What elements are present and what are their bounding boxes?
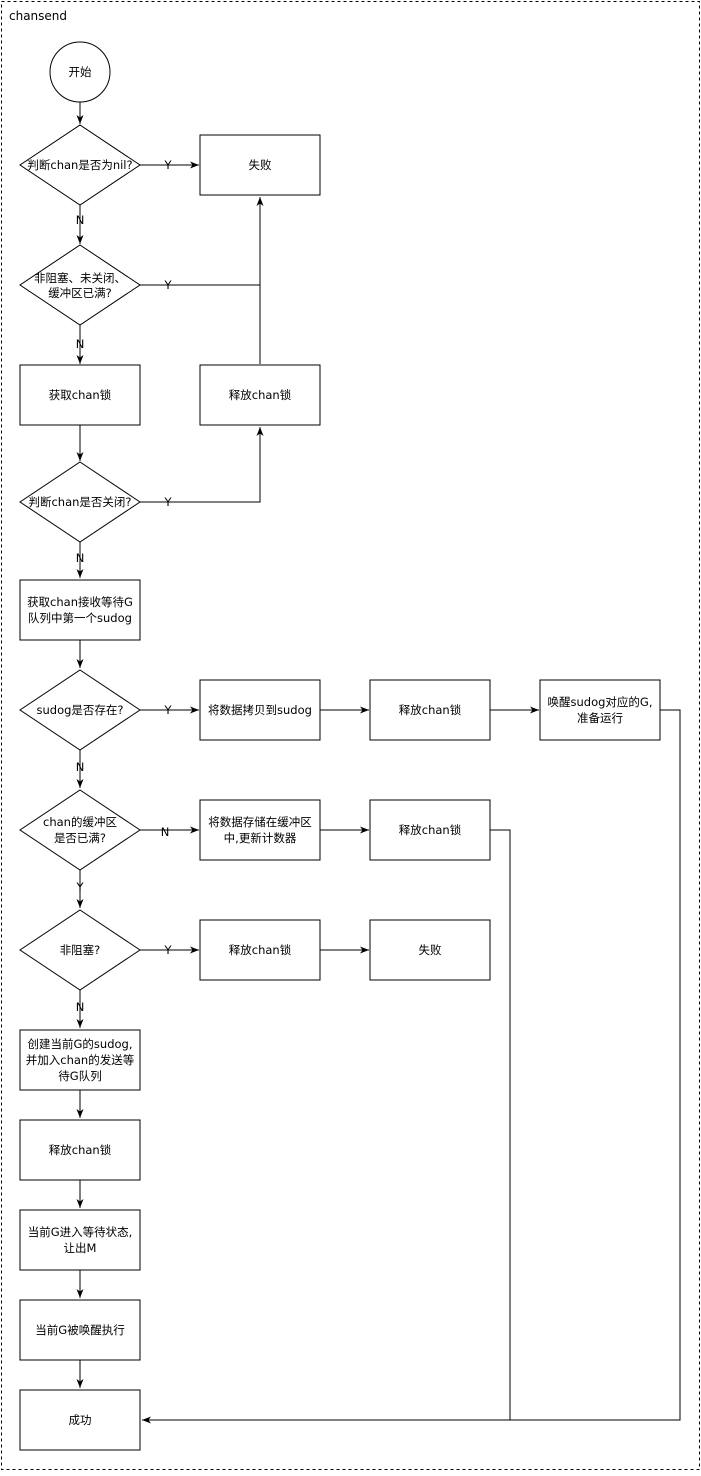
edge-label-n-check-buffer: N: [161, 825, 170, 839]
store-buffer-label-line1: 将数据存储在缓冲区: [208, 815, 312, 829]
g-wait-label-line1: 当前G进入等待状态,: [28, 1225, 133, 1239]
unlock-3-label: 释放chan锁: [399, 823, 462, 837]
edge-label-y-check-nonblock: Y: [163, 943, 172, 957]
start-node: [49, 41, 111, 103]
edge-label-y-check-closed: Y: [163, 495, 172, 509]
edge-unlock3-to-success: [490, 829, 511, 1420]
decision-check-closed: [19, 461, 141, 543]
unlock-2-label: 释放chan锁: [399, 703, 462, 717]
get-recv-sudog-label-line1: 获取chan接收等待G: [27, 595, 133, 609]
edge-label-y-check-nil: Y: [163, 158, 172, 172]
edge-check-closed-yes: [140, 427, 264, 503]
check-buffer-full-label-line1: chan的缓冲区: [43, 815, 117, 829]
check-nil-label: 判断chan是否为nil?: [27, 158, 132, 172]
g-woken-node: [19, 1299, 141, 1361]
create-sudog-label-line1: 创建当前G的sudog,: [28, 1037, 133, 1051]
success-node: [19, 1389, 141, 1451]
wake-g-node: [539, 679, 661, 741]
edges: [76, 102, 681, 1424]
g-woken-label: 当前G被唤醒执行: [35, 1323, 124, 1337]
check-sudog-label: sudog是否存在?: [36, 703, 123, 717]
lock-label: 获取chan锁: [49, 388, 112, 402]
edge-label-n-check-nil: N: [76, 213, 85, 227]
edge-label-y-check-buffer: Y: [75, 880, 84, 894]
edge-label-n-check-sudog: N: [76, 760, 85, 774]
unlock-node-1: [199, 364, 321, 426]
check-buffer-full-label-line2: 是否已满?: [54, 831, 106, 845]
create-sudog-label-line3: 待G队列: [58, 1069, 101, 1083]
decision-buffer-full: [19, 789, 141, 871]
decision-nonblock: [19, 909, 141, 991]
edge-label-n-check-nonblock: N: [76, 1000, 85, 1014]
decision-sudog-exists: [19, 669, 141, 751]
unlock-node-2: [369, 679, 491, 741]
copy-to-sudog-label: 将数据拷贝到sudog: [208, 703, 312, 717]
g-wait-node: [19, 1209, 141, 1271]
unlock-node-5: [19, 1119, 141, 1181]
fail-2-label: 失败: [419, 943, 442, 957]
nonblock-closed-full-label-line1: 非阻塞、未关闭、: [34, 271, 126, 285]
check-closed-label: 判断chan是否关闭?: [28, 495, 131, 509]
unlock-node-3: [369, 799, 491, 861]
fail-1-label: 失败: [249, 158, 272, 172]
edge-label-y-check-sudog: Y: [163, 703, 172, 717]
store-buffer-node: [199, 799, 321, 861]
lock-node: [19, 364, 141, 426]
wake-g-label-line2: 准备运行: [577, 711, 623, 725]
edge-label-y-check-full: Y: [163, 278, 172, 292]
check-nonblock-label: 非阻塞?: [60, 943, 101, 957]
edge-wake-to-success: [142, 709, 681, 1424]
get-recv-sudog-node: [19, 579, 141, 641]
edge-label-n-check-full: N: [76, 337, 85, 351]
copy-to-sudog-node: [199, 679, 321, 741]
decision-nonblock-closed-full: [19, 244, 141, 326]
create-sudog-label-line2: 并加入chan的发送等: [26, 1053, 134, 1067]
g-wait-label-line2: 让出M: [64, 1241, 97, 1255]
get-recv-sudog-label-line2: 队列中第一个sudog: [28, 611, 132, 625]
wake-g-label-line1: 唤醒sudog对应的G,: [548, 695, 653, 709]
unlock-5-label: 释放chan锁: [49, 1143, 112, 1157]
fail-node-1: [199, 134, 321, 196]
fail-node-2: [369, 919, 491, 981]
success-label: 成功: [69, 1413, 92, 1427]
unlock-1-label: 释放chan锁: [229, 388, 292, 402]
container-title: chansend: [9, 9, 67, 23]
unlock-node-4: [199, 919, 321, 981]
decision-check-nil: [19, 124, 141, 206]
store-buffer-label-line2: 中,更新计数器: [224, 831, 297, 845]
unlock-4-label: 释放chan锁: [229, 943, 292, 957]
start-label: 开始: [69, 65, 92, 79]
nonblock-closed-full-label-line2: 缓冲区已满?: [48, 286, 112, 300]
create-sudog-node: [19, 1029, 141, 1091]
edge-label-n-check-closed: N: [76, 551, 85, 565]
